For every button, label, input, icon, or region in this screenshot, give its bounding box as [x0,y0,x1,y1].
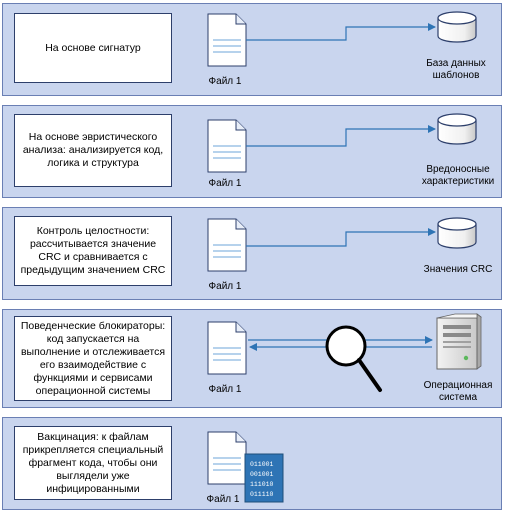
target-label-template-db: База данных шаблонов [426,58,486,81]
database-icon [437,113,477,145]
binary-line: 001001 [250,471,274,478]
binary-line: 011110 [250,491,274,498]
target-label-malicious-traits: Вредоносные характеристики [421,164,495,187]
file-label: Файл 1 [208,178,242,189]
binary-line: 111010 [250,481,274,488]
data-flow-arrow [246,125,436,147]
file-label: Файл 1 [208,76,242,87]
file-document-icon [207,119,247,173]
method-description-behavior: Поведенческие блокираторы: код запускает… [14,316,172,401]
database-icon [437,11,477,43]
server-computer-icon [436,313,482,370]
method-description-integrity: Контроль целостности: рассчитывается зна… [14,216,172,286]
file-document-icon [207,218,247,272]
file-document-icon [207,431,247,485]
method-description-signature: На основе сигнатур [14,13,172,83]
file-label: Файл 1 [208,384,242,395]
method-description-vaccination: Вакцинация: к файлам прикрепляется специ… [14,426,172,500]
data-flow-arrow [246,23,436,41]
file-label: Файл 1 [208,281,242,292]
target-label-operating-system: Операционная система [423,380,493,403]
target-label-crc-values: Значения CRC [423,264,493,275]
binary-line: 011001 [250,461,274,468]
data-flow-arrow [246,228,436,247]
file-document-icon [207,13,247,67]
database-icon [437,217,477,249]
method-description-heuristic: На основе эвристического анализа: анализ… [14,114,172,187]
binary-code-fragment-icon: 011001 001001 111010 011110 [244,453,284,503]
file-label: Файл 1 [206,494,240,505]
file-document-icon [207,321,247,375]
magnifier-icon [325,325,382,392]
